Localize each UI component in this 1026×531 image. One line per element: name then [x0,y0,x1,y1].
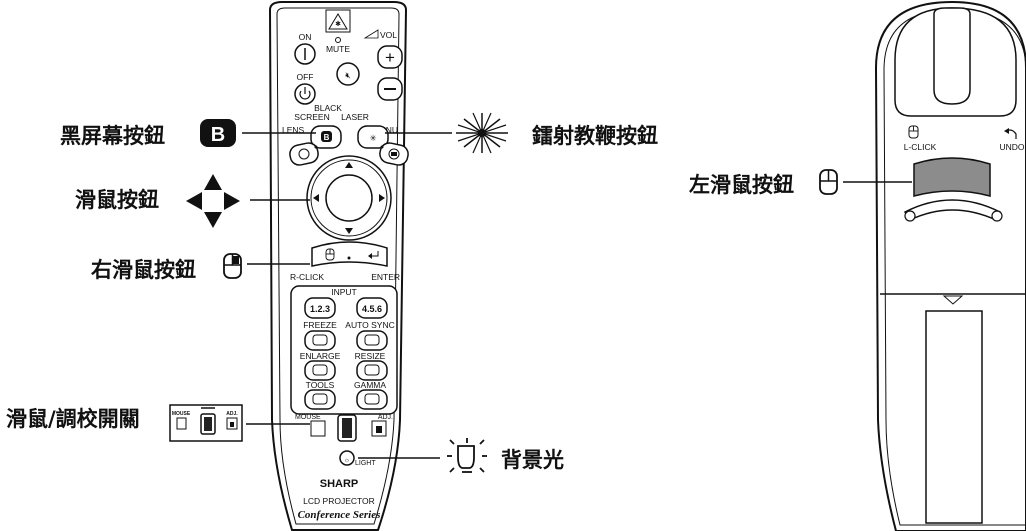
l-click-button[interactable] [913,157,991,197]
lens-button[interactable] [288,141,320,166]
right-click-callout: 右滑鼠按鈕 [91,258,196,282]
adj-switch-label: ADJ. [378,414,393,421]
input-456-label: 4.5.6 [362,304,382,314]
lens-label: LENS [282,125,305,135]
enter-label: ENTER [371,272,400,282]
screen-label: SCREEN [294,112,329,122]
r-click-label: R-CLICK [290,272,324,282]
mouse-adj-callout: 滑鼠/調校開關 [6,407,140,431]
b-key-label: B [324,133,330,142]
black-screen-key-icon: B [211,124,225,146]
arrow-pad-icon [186,174,240,228]
svg-text:☼: ☼ [344,457,350,464]
black-label: BLACK [314,103,342,113]
callout-left-click: 左滑鼠按鈕 [689,169,912,197]
enlarge-label: ENLARGE [300,351,341,361]
off-label: OFF [297,72,314,82]
callout-laser: 鐳射教鞭按鈕 [385,112,658,154]
svg-text:✱: ✱ [335,20,341,28]
mute-icon: 🔇︎ [345,70,351,80]
callout-mouse: 滑鼠按鈕 [75,174,310,228]
svg-text:ADJ.: ADJ. [226,411,238,417]
svg-text:✳: ✳ [369,133,377,143]
laser-label: LASER [341,112,369,122]
vol-up-button[interactable] [377,45,403,69]
mouse-right-icon [223,253,242,279]
resize-button[interactable] [356,360,388,381]
l-click-label: L-CLICK [904,142,937,152]
svg-text:MOUSE: MOUSE [172,411,191,417]
callout-black-screen: 黑屏幕按鈕 B [60,119,316,148]
tools-label: TOOLS [306,380,335,390]
mute-button[interactable] [336,62,360,86]
left-click-callout: 左滑鼠按鈕 [689,173,794,197]
auto-sync-label: AUTO SYNC [345,320,394,330]
undo-label: UNDO [999,142,1024,152]
mouse-left-icon [819,169,838,195]
resize-label: RESIZE [355,351,386,361]
enlarge-button[interactable] [304,360,336,381]
input-456-button[interactable] [356,297,388,319]
mouse-switch-label: MOUSE [295,414,321,421]
laser-button[interactable] [357,125,389,149]
callout-mouse-adj: 滑鼠/調校開關 MOUSE ADJ. [6,404,310,442]
input-123-button[interactable] [304,297,336,319]
laser-burst-icon [456,112,508,154]
input-label: INPUT [331,287,357,297]
mouse-pad-center[interactable] [325,174,373,222]
remote-front: ✱ ON MUTE 🔇︎ VOL + OFF BLACK SCREEN LASE… [268,1,409,531]
freeze-label: FREEZE [303,320,337,330]
brand-logo: SHARP [320,478,359,490]
vol-label: VOL [380,30,397,40]
laser-callout: 鐳射教鞭按鈕 [532,124,658,148]
l-click-mouse-icon [908,125,919,139]
light-label: LIGHT [355,460,376,467]
gamma-button[interactable] [356,389,388,410]
undo-icon [1004,128,1017,139]
callout-light: 背景光 [358,438,564,473]
svg-text:+: + [385,48,395,67]
mouse-callout: 滑鼠按鈕 [75,188,159,212]
auto-sync-button[interactable] [356,330,388,351]
freeze-button[interactable] [304,330,336,351]
switch-icon: MOUSE ADJ. [169,404,243,442]
remote-back: L-CLICK UNDO [874,0,1026,531]
product-label: LCD PROJECTOR [303,496,375,506]
on-label: ON [299,32,312,42]
mute-label: MUTE [326,44,350,54]
light-button[interactable] [339,450,355,466]
callout-right-click: 右滑鼠按鈕 [91,253,310,282]
black-screen-callout: 黑屏幕按鈕 [60,124,165,148]
r-click-enter-button[interactable] [311,241,388,267]
series-label: Conference Series [298,509,381,521]
tools-button[interactable] [304,389,336,410]
gamma-label: GAMMA [354,380,386,390]
light-bulb-icon [447,438,487,473]
light-callout: 背景光 [501,448,564,472]
input-123-label: 1.2.3 [310,304,330,314]
